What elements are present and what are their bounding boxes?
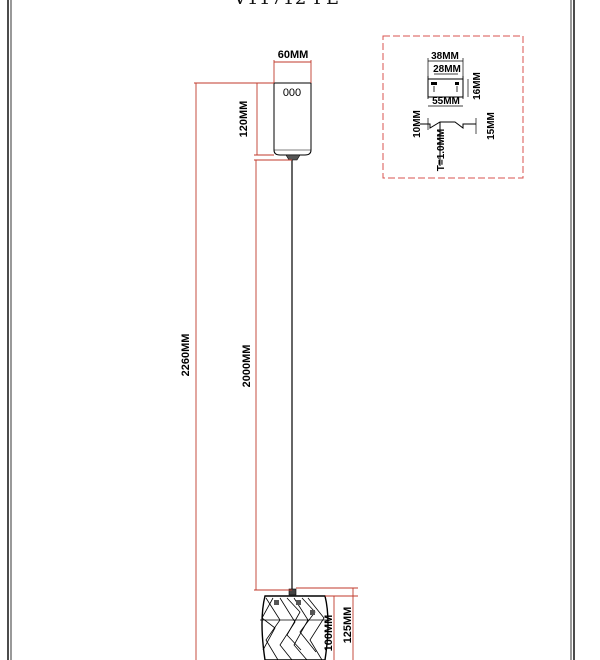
crystal-shade	[260, 588, 330, 660]
drawing-title: V11712-PL	[0, 0, 572, 9]
detail-thickness: T=1.0MM	[436, 129, 447, 172]
dim-canopy-height: 120MM	[238, 101, 250, 138]
detail-base-width: 55MM	[432, 96, 460, 107]
canopy-mark: 000	[283, 87, 301, 99]
dimension-lines	[194, 60, 358, 660]
dim-cable-length: 2000MM	[241, 345, 253, 388]
dim-overall-height: 2260MM	[180, 334, 192, 377]
bracket-detail: 38MM 28MM 16MM 55MM 10MM 15MM T=1.0MM	[382, 35, 524, 179]
detail-inner-width: 28MM	[433, 64, 461, 75]
dim-shade-total-height: 125MM	[342, 607, 354, 644]
dim-canopy-width: 60MM	[278, 49, 309, 61]
detail-outer-width: 38MM	[431, 51, 459, 62]
detail-left-height: 10MM	[412, 110, 423, 138]
canopy: 000	[273, 82, 312, 161]
detail-right-height: 15MM	[486, 112, 497, 140]
detail-bracket-height: 16MM	[472, 72, 483, 100]
dim-shade-height: 100MM	[323, 615, 335, 652]
